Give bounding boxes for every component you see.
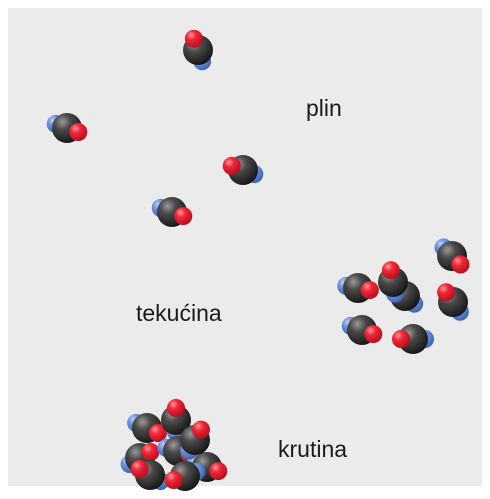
oxygen-atom: [164, 471, 183, 490]
molecule-solid: [127, 413, 167, 443]
oxygen-atom: [360, 281, 379, 300]
oxygen-atom: [451, 255, 470, 274]
oxygen-atom: [209, 462, 228, 481]
molecule-gas: [183, 29, 213, 71]
oxygen-atom: [222, 156, 241, 175]
oxygen-atom: [174, 207, 193, 226]
molecule-solid: [130, 460, 170, 490]
molecule-liquid: [337, 273, 379, 303]
oxygen-atom: [148, 424, 167, 443]
label-liquid: tekućina: [136, 300, 222, 326]
oxygen-atom: [141, 443, 160, 461]
molecule-gas: [46, 113, 88, 143]
oxygen-atom: [167, 399, 185, 417]
oxygen-atom: [184, 29, 203, 48]
molecule-liquid: [434, 238, 470, 274]
background-panel: [8, 8, 482, 486]
molecule-solid: [180, 420, 210, 460]
molecule-solid: [161, 399, 191, 441]
oxygen-atom: [364, 325, 383, 344]
oxygen-atom: [69, 123, 88, 142]
molecules-layer: [46, 29, 470, 491]
oxygen-atom: [437, 283, 456, 302]
molecule-liquid: [341, 315, 383, 345]
molecule-solid: [164, 461, 206, 491]
molecule-gas: [151, 197, 193, 227]
molecule-liquid: [392, 324, 434, 354]
oxygen-atom: [392, 330, 410, 348]
molecule-liquid: [437, 283, 469, 321]
molecule-liquid: [378, 261, 408, 303]
oxygen-atom: [192, 420, 210, 439]
oxygen-atom: [130, 460, 149, 478]
label-gas: plin: [306, 95, 342, 121]
oxygen-atom: [381, 261, 400, 280]
molecule-gas: [222, 155, 264, 185]
label-solid: krutina: [278, 436, 348, 462]
